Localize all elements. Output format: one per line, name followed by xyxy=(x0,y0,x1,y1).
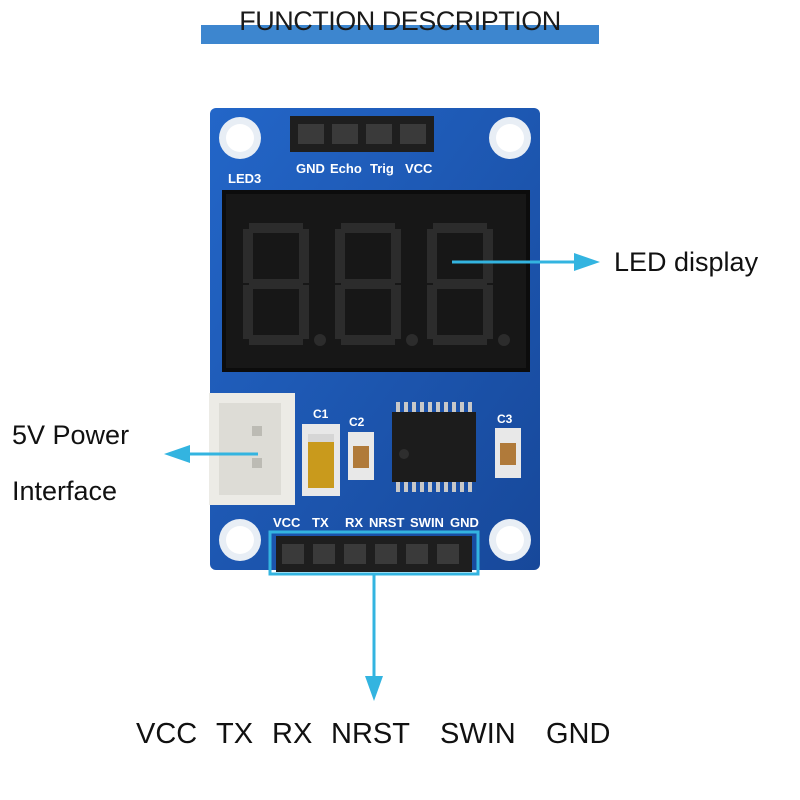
top-pin-header xyxy=(290,116,434,152)
silk-c2: C2 xyxy=(349,415,365,429)
digit-decimal-point xyxy=(314,334,326,346)
ic-pin xyxy=(444,402,448,412)
pin-label-vcc: VCC xyxy=(136,718,198,750)
capacitor-c1: C1 xyxy=(302,407,340,496)
power-callout-line2: Interface xyxy=(12,476,118,506)
led-display-callout: LED display xyxy=(614,247,759,277)
power-arrow xyxy=(164,445,258,463)
silk-vcc: VCC xyxy=(405,161,433,176)
header-pin-socket xyxy=(437,544,459,564)
capacitor-c3: C3 xyxy=(495,412,521,478)
ic-pin xyxy=(444,482,448,492)
silk-led3: LED3 xyxy=(228,171,261,186)
ic-pin xyxy=(396,402,400,412)
ic-pin xyxy=(428,402,432,412)
top-header-labels: GND Echo Trig VCC xyxy=(296,161,433,176)
header-pin-socket xyxy=(344,544,366,564)
silk-echo: Echo xyxy=(330,161,362,176)
header-pin-socket xyxy=(406,544,428,564)
silk-c3: C3 xyxy=(497,412,513,426)
pin-label-tx: TX xyxy=(216,718,254,750)
silk-gnd: GND xyxy=(296,161,325,176)
bottom-header-labels: VCC TX RX NRST SWIN GND xyxy=(273,515,479,530)
pin-label-rx: RX xyxy=(272,718,313,750)
ic-pin xyxy=(420,402,424,412)
bottom-pin-header xyxy=(276,536,472,572)
ic-pin xyxy=(420,482,424,492)
pin-label-nrst: NRST xyxy=(331,718,410,750)
ic-pin xyxy=(468,482,472,492)
digit-decimal-point xyxy=(406,334,418,346)
svg-text:GND: GND xyxy=(450,515,479,530)
silk-c1: C1 xyxy=(313,407,329,421)
power-connector xyxy=(209,393,295,505)
ic-pin xyxy=(452,402,456,412)
ic-pin xyxy=(412,482,416,492)
svg-text:TX: TX xyxy=(312,515,329,530)
digit-decimal-point xyxy=(498,334,510,346)
silk-trig: Trig xyxy=(370,161,394,176)
ic-chip xyxy=(392,402,476,492)
header-pin-socket xyxy=(313,544,335,564)
ic-pin xyxy=(412,402,416,412)
ic-pin xyxy=(404,402,408,412)
capacitor-c2: C2 xyxy=(348,415,374,480)
svg-text:NRST: NRST xyxy=(369,515,404,530)
page-title: FUNCTION DESCRIPTION xyxy=(239,6,561,36)
svg-text:SWIN: SWIN xyxy=(410,515,444,530)
svg-text:RX: RX xyxy=(345,515,363,530)
ic-pin xyxy=(404,482,408,492)
ic-pin xyxy=(428,482,432,492)
mounting-holes xyxy=(219,117,531,561)
ic-pin xyxy=(468,402,472,412)
pin-label-gnd: GND xyxy=(546,718,611,750)
pins-arrow xyxy=(365,574,383,701)
title-highlight-bar xyxy=(201,25,599,44)
power-callout-line1: 5V Power xyxy=(12,420,130,450)
ic-pin xyxy=(460,482,464,492)
ic-pin xyxy=(460,402,464,412)
header-pin-socket xyxy=(282,544,304,564)
ic-pin xyxy=(436,402,440,412)
header-pin-socket xyxy=(375,544,397,564)
pin-label-swin: SWIN xyxy=(440,718,516,750)
led-display xyxy=(222,190,530,372)
svg-text:VCC: VCC xyxy=(273,515,301,530)
ic-pin xyxy=(452,482,456,492)
ic-pin xyxy=(436,482,440,492)
led-display-arrow xyxy=(452,253,600,271)
ic-pin xyxy=(396,482,400,492)
